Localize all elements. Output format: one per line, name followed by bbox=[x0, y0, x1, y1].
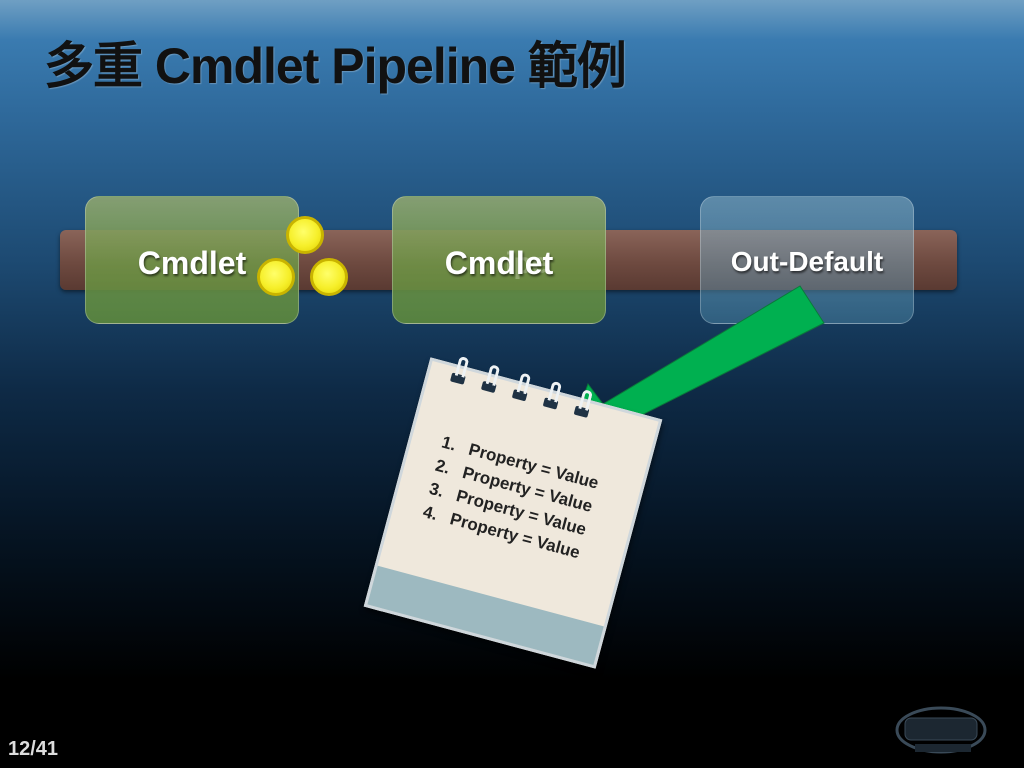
page-number: 12/41 bbox=[8, 738, 59, 760]
pipeline-object-icon bbox=[286, 216, 324, 254]
pipeline-object-icon bbox=[310, 258, 348, 296]
property-list: 1.Property = Value 2.Property = Value 3.… bbox=[420, 433, 601, 568]
slide-title: 多重 Cmdlet Pipeline 範例 bbox=[44, 38, 627, 94]
out-default-box: Out-Default bbox=[700, 196, 914, 324]
cmdlet-box-2-label: Cmdlet bbox=[444, 245, 554, 281]
cmdlet-box-1: Cmdlet bbox=[85, 196, 299, 324]
cmdlet-box-2: ipe Cmdlet bbox=[392, 196, 606, 324]
cmdlet-box-2-ghost-label: ipe bbox=[505, 247, 549, 280]
pipeline-object-icon bbox=[257, 258, 295, 296]
out-default-box-label: Out-Default bbox=[730, 246, 884, 277]
cmdlet-box-1-label: Cmdlet bbox=[137, 245, 247, 281]
teched-logo-icon bbox=[895, 706, 987, 754]
